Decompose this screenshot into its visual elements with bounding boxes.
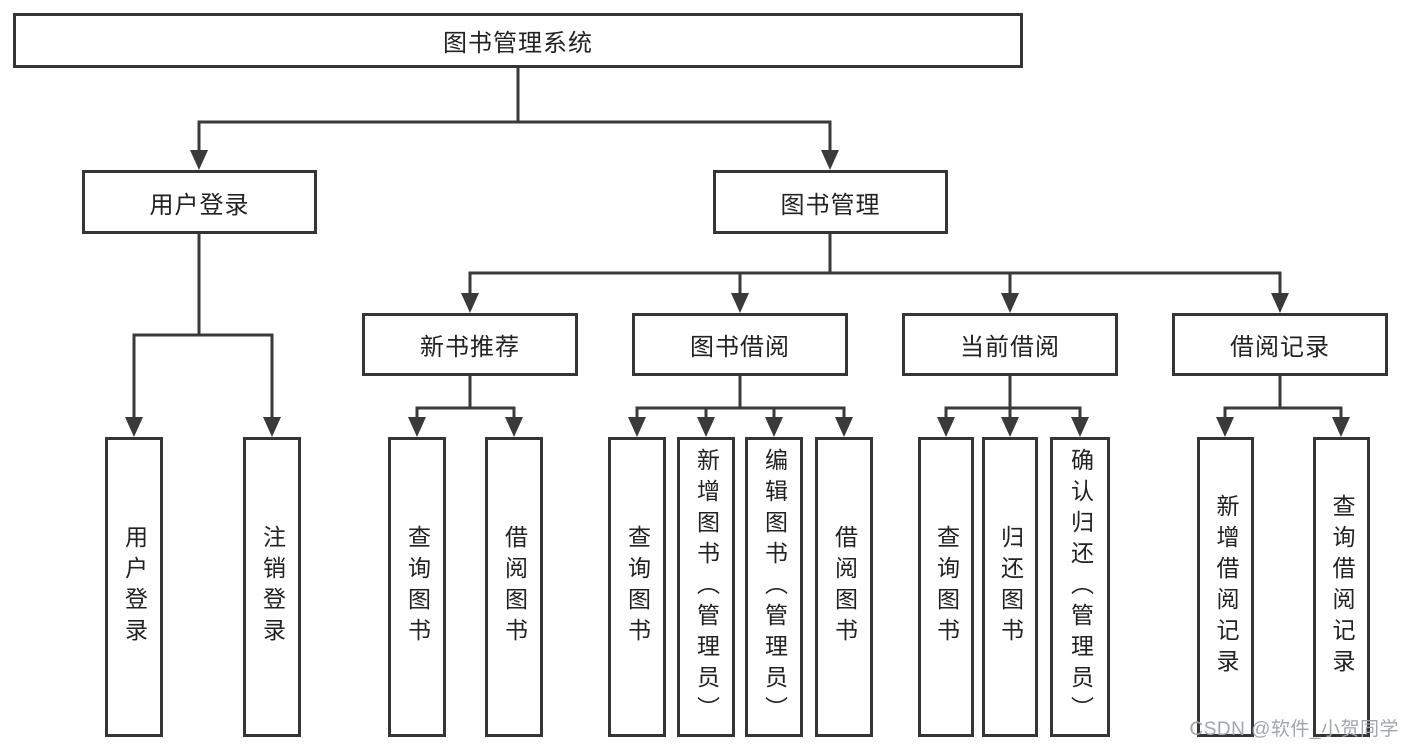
leaf-query-borrow-record: 查询借阅记录 [1313,437,1370,737]
node-new-book-recommend-label: 新书推荐 [420,334,520,361]
csdn-watermark: CSDN @软件_小贺同学 [1189,719,1399,740]
leaf-edit-book-admin: 编辑图书（管理员） [745,437,803,737]
leaf-query-books-current: 查询图书 [918,437,974,737]
node-root-label: 图书管理系统 [443,30,593,57]
leaf-add-book-admin-label: 新增图书（管理员） [693,447,720,727]
leaf-user-login-label: 用户登录 [121,525,148,649]
leaf-borrow-books-borrow-label: 借阅图书 [831,525,858,649]
node-user-login-label: 用户登录 [149,191,250,219]
leaf-query-books-borrow: 查询图书 [608,437,666,737]
node-user-login: 用户登录 [82,170,317,234]
leaf-user-login: 用户登录 [105,437,163,737]
leaf-return-book: 归还图书 [982,437,1038,737]
leaf-query-books-borrow-label: 查询图书 [624,525,651,649]
node-book-borrow: 图书借阅 [632,313,848,376]
leaf-query-books-recommend-label: 查询图书 [404,525,431,649]
leaf-logout: 注销登录 [243,437,301,737]
leaf-confirm-return-admin: 确认归还（管理员） [1050,437,1110,737]
leaf-query-books-recommend: 查询图书 [388,437,446,737]
leaf-logout-label: 注销登录 [259,525,286,649]
node-new-book-recommend: 新书推荐 [362,313,578,376]
node-current-borrow: 当前借阅 [902,313,1118,376]
leaf-add-borrow-record: 新增借阅记录 [1197,437,1254,737]
node-book-borrow-label: 图书借阅 [690,334,790,361]
node-root: 图书管理系统 [13,13,1023,68]
node-borrow-records: 借阅记录 [1172,313,1388,376]
node-current-borrow-label: 当前借阅 [960,334,1060,361]
leaf-borrow-books-recommend: 借阅图书 [485,437,543,737]
node-book-management-label: 图书管理 [780,191,881,219]
leaf-borrow-books-borrow: 借阅图书 [815,437,873,737]
leaf-edit-book-admin-label: 编辑图书（管理员） [761,447,788,727]
leaf-add-borrow-record-label: 新增借阅记录 [1213,494,1239,680]
leaf-confirm-return-admin-label: 确认归还（管理员） [1067,447,1094,727]
leaf-add-book-admin: 新增图书（管理员） [677,437,735,737]
node-borrow-records-label: 借阅记录 [1230,334,1330,361]
leaf-query-books-current-label: 查询图书 [933,525,960,649]
leaf-borrow-books-recommend-label: 借阅图书 [501,525,528,649]
leaf-query-borrow-record-label: 查询借阅记录 [1329,494,1355,680]
leaf-return-book-label: 归还图书 [997,525,1024,649]
node-book-management: 图书管理 [713,170,948,234]
